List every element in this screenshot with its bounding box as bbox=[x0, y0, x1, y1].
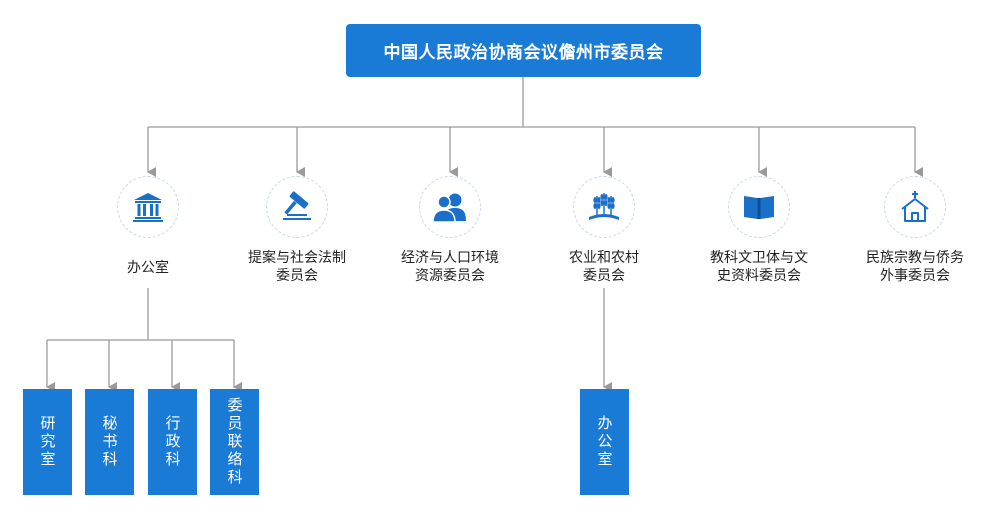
office-section-member-liaison: 委员联络科 bbox=[210, 389, 259, 495]
unit-label-agriculture: 农业和农村委员会 bbox=[569, 250, 639, 284]
office-section-administration: 行政科 bbox=[148, 389, 197, 495]
office-section-secretariat: 秘书科 bbox=[85, 389, 134, 495]
section-label: 行政科 bbox=[163, 415, 182, 469]
section-label: 研究室 bbox=[38, 415, 57, 469]
root-organization: 中国人民政治协商会议儋州市委员会 bbox=[346, 24, 701, 77]
section-label: 秘书科 bbox=[100, 415, 119, 469]
root-title: 中国人民政治协商会议儋州市委员会 bbox=[383, 43, 664, 63]
section-label: 办公室 bbox=[595, 415, 614, 469]
agriculture-node-circle bbox=[573, 176, 635, 238]
proposal-node-circle bbox=[266, 176, 328, 238]
book-icon bbox=[744, 196, 774, 219]
wheat-icon bbox=[589, 193, 619, 220]
office-node-circle bbox=[117, 176, 179, 238]
institution-building-icon bbox=[133, 193, 163, 222]
people-icon bbox=[432, 193, 466, 223]
ethnic-node-circle bbox=[884, 176, 946, 238]
unit-label-ethnic: 民族宗教与侨务外事委员会 bbox=[866, 250, 964, 284]
chapel-icon bbox=[901, 191, 929, 222]
agriculture-section-office: 办公室 bbox=[580, 389, 629, 495]
section-label: 委员联络科 bbox=[225, 397, 244, 487]
office-section-research: 研究室 bbox=[23, 389, 72, 495]
unit-label-economy: 经济与人口环境资源委员会 bbox=[401, 250, 499, 284]
unit-label-proposal: 提案与社会法制委员会 bbox=[248, 250, 346, 284]
gavel-icon bbox=[283, 191, 311, 220]
education-node-circle bbox=[728, 176, 790, 238]
unit-label-education: 教科文卫体与文史资料委员会 bbox=[710, 250, 808, 284]
economy-node-circle bbox=[419, 176, 481, 238]
unit-label-office: 办公室 bbox=[127, 260, 169, 276]
